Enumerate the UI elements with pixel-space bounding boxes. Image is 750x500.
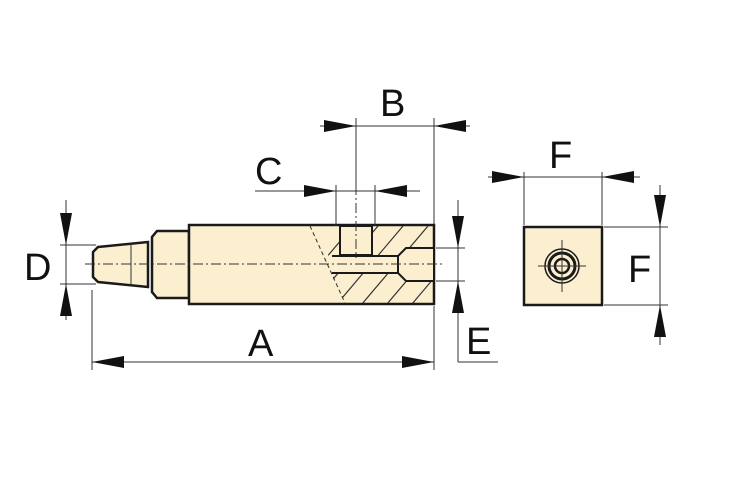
label-e: E <box>466 321 491 363</box>
side-view <box>85 185 445 306</box>
dimension-f-top: F <box>488 135 640 225</box>
threaded-tip <box>91 240 150 289</box>
dimension-c: C <box>255 151 420 226</box>
label-a: A <box>248 323 274 365</box>
dimension-b: B <box>320 83 470 224</box>
dimension-f-side: F <box>604 185 668 345</box>
label-f-top: F <box>549 135 572 177</box>
dimension-a: A <box>91 290 435 370</box>
label-d: D <box>24 247 51 289</box>
label-b: B <box>380 83 405 125</box>
dimension-e: E <box>436 200 498 363</box>
label-f-side: F <box>628 249 651 291</box>
label-c: C <box>255 151 282 193</box>
end-view <box>522 225 604 307</box>
dimension-d: D <box>24 200 96 320</box>
